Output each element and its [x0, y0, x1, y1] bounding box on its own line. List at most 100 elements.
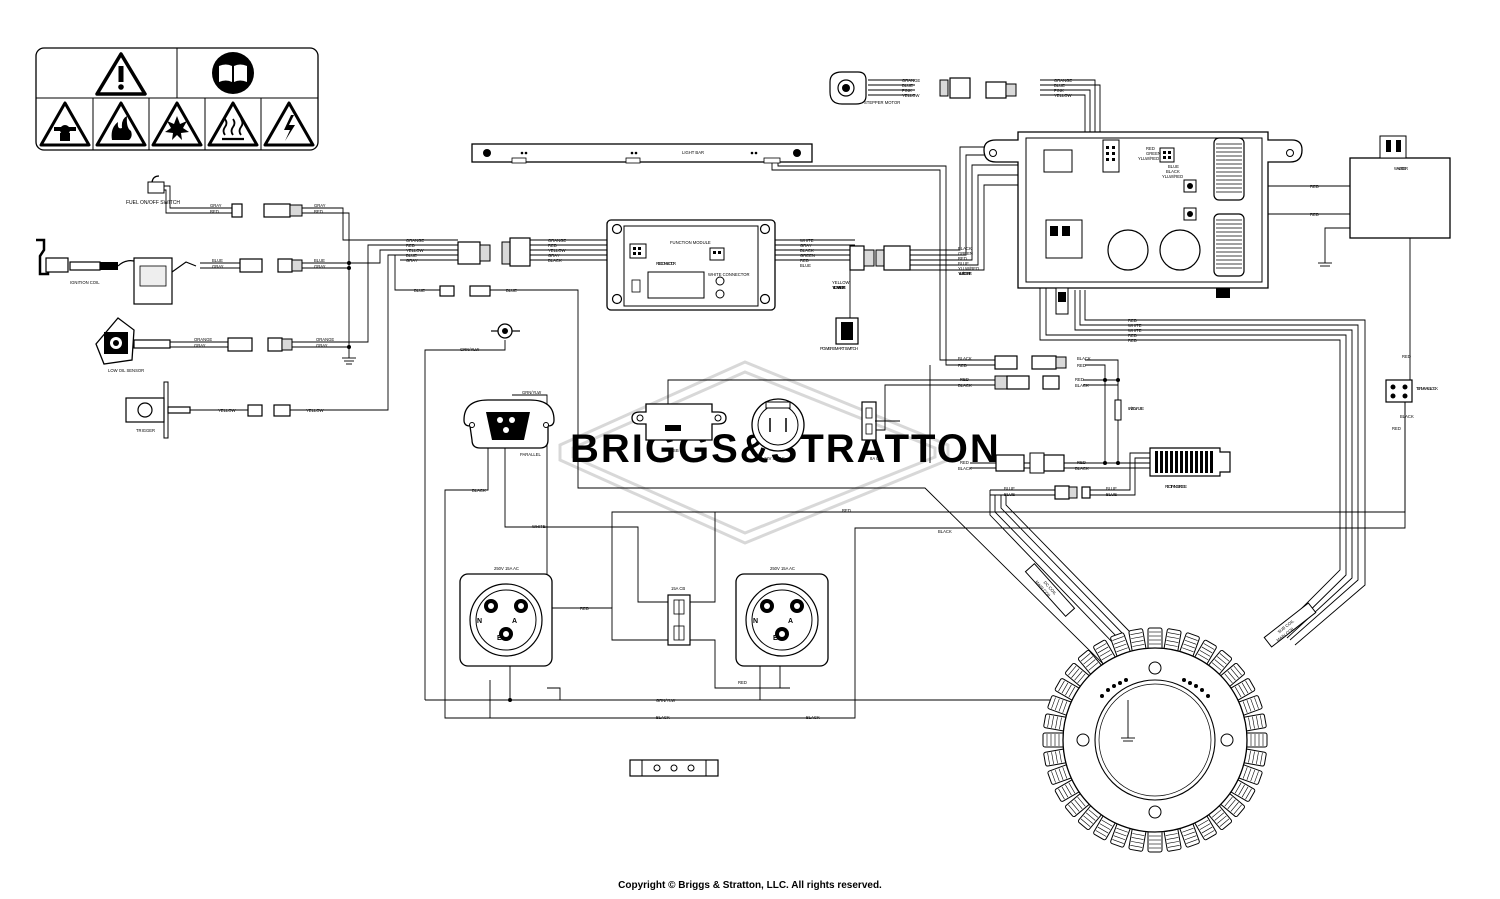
svg-text:YELLOW: YELLOW [548, 248, 566, 253]
svg-text:GRAY: GRAY [406, 258, 418, 263]
svg-text:YLLW/RED: YLLW/RED [958, 266, 979, 271]
warning-triangle-icon [95, 52, 147, 96]
svg-text:BLACK: BLACK [1075, 466, 1089, 471]
svg-text:BLACK: BLACK [1075, 383, 1089, 388]
usb-label: USB [670, 448, 679, 453]
fuse: 8A/250V FUSE [1114, 399, 1144, 421]
svg-text:BLUE: BLUE [314, 258, 325, 263]
circuit-breaker-15a: 15A CB [667, 586, 691, 646]
parallel-outlet: PARALLEL GRN/YLW BLACK WHITE [463, 390, 555, 529]
svg-text:GRAY: GRAY [314, 203, 326, 208]
connector-stepper: ORANGE BLUE PINK YELLOW ORANGE BLUE PINK… [902, 77, 1072, 99]
svg-text:BLUE: BLUE [1106, 492, 1117, 497]
stepper-motor-label: STEPPER MOTOR [864, 100, 900, 105]
svg-text:RED: RED [210, 209, 219, 214]
svg-text:BLUE: BLUE [1168, 164, 1179, 169]
svg-text:PINK: PINK [902, 88, 912, 93]
inverter-module: RED GREEN YLLW/RED BLUE BLACK YLLW/RED [983, 131, 1303, 315]
svg-text:BLACK: BLACK [938, 529, 952, 534]
svg-text:WHITE: WHITE [532, 524, 546, 529]
svg-text:GRAY: GRAY [548, 253, 560, 258]
svg-text:ORANGE: ORANGE [548, 238, 566, 243]
svg-text:WHITE: WHITE [800, 238, 814, 243]
svg-text:WHITE: WHITE [1128, 328, 1142, 333]
ignition-coil-label: IGNITION COIL [70, 280, 100, 285]
connector-ignition: BLUE GRAY BLUE GRAY [212, 258, 326, 273]
circuit-breaker-15a-label: 15A CB [671, 586, 685, 591]
dc-outlet-12v: 12V 8A DC [751, 398, 805, 461]
svg-text:YELLOW: YELLOW [902, 93, 920, 98]
svg-text:BLUE: BLUE [212, 258, 223, 263]
svg-text:BLUE: BLUE [406, 253, 417, 258]
low-oil-sensor-label: LOW OIL SENSOR [108, 368, 144, 373]
outlet-left-label: 250V 15A AC [494, 566, 519, 571]
svg-text:RED: RED [1310, 184, 1319, 189]
svg-text:RED: RED [580, 606, 589, 611]
dc-outlet-label: 12V 8A DC [764, 456, 785, 461]
svg-text:ORANGE: ORANGE [194, 337, 212, 342]
svg-text:BLUE: BLUE [506, 288, 517, 293]
svg-text:BLUE: BLUE [902, 83, 913, 88]
svg-text:BLACK: BLACK [656, 715, 670, 720]
ac-outlet-left: N A E 250V 15A AC [459, 566, 553, 667]
connector-trigger: YELLOW YELLOW [218, 404, 324, 417]
svg-text:RED: RED [800, 258, 809, 263]
svg-text:GRN/YLW: GRN/YLW [460, 347, 479, 352]
svg-text:RED: RED [960, 460, 969, 465]
svg-text:RED: RED [548, 243, 557, 248]
svg-text:BLUE: BLUE [1004, 492, 1015, 497]
svg-text:YELLOW: YELLOW [218, 408, 236, 413]
svg-text:RED: RED [1310, 212, 1319, 217]
wave-filter-label: WAVE FILTER [1394, 166, 1408, 171]
svg-text:BLUE: BLUE [1106, 486, 1117, 491]
svg-text:YELLOW: YELLOW [306, 408, 324, 413]
powersmart-switch: YELLOW YELLOW WIRED STRIPE POWERSMART SW… [820, 280, 859, 351]
wave-filter: WAVE FILTER [1349, 135, 1451, 239]
svg-text:RED: RED [1128, 338, 1137, 343]
svg-text:E: E [497, 635, 502, 642]
svg-text:RED: RED [1075, 377, 1084, 382]
svg-text:BLACK: BLACK [806, 715, 820, 720]
circuit-breaker-8a: 8A CB [861, 401, 900, 461]
svg-text:GRAY: GRAY [210, 203, 222, 208]
rectifying-bridge: RECTIFYING BRIDGE RED BLACK RED BLACK BL… [958, 447, 1231, 500]
safety-icons-panel [35, 47, 319, 151]
connectors-8a-circuit: BLACK RED BLACK RED RED BLACK RED BLACK [958, 355, 1091, 390]
stator-teeth [1042, 627, 1268, 853]
svg-text:BLACK: BLACK [800, 248, 814, 253]
svg-text:BLUE: BLUE [1004, 486, 1015, 491]
svg-text:E: E [773, 635, 778, 642]
parallel-label: PARALLEL [520, 452, 542, 457]
svg-text:RED: RED [958, 256, 967, 261]
svg-text:RED: RED [1392, 426, 1401, 431]
light-bar: LIGHT BAR [471, 143, 813, 164]
function-module: FUNCTION MODULE RED CONNECTOR WHITE CONN… [606, 219, 776, 311]
svg-text:ORANGE: ORANGE [1054, 78, 1072, 83]
svg-text:BLUE: BLUE [414, 288, 425, 293]
svg-text:BLACK: BLACK [548, 258, 562, 263]
svg-text:GRAY: GRAY [194, 343, 206, 348]
stator [1042, 627, 1268, 853]
read-manual-icon [212, 52, 254, 94]
svg-text:BLACK: BLACK [958, 356, 972, 361]
svg-text:BLUE: BLUE [800, 263, 811, 268]
svg-text:BLUE: BLUE [958, 261, 969, 266]
svg-text:ORANGE: ORANGE [406, 238, 424, 243]
svg-text:RED: RED [314, 209, 323, 214]
toxic-fumes-icon [39, 101, 91, 147]
svg-text:RED: RED [1128, 333, 1137, 338]
svg-text:GRAY: GRAY [314, 264, 326, 269]
svg-text:BLACK: BLACK [1166, 169, 1180, 174]
svg-text:GRN/YLW: GRN/YLW [656, 698, 675, 703]
terminal-strip [629, 759, 719, 777]
fuse-label: 8A/250V FUSE [1128, 406, 1144, 411]
rectifying-bridge-label: RECTIFYING BRIDGE [1165, 484, 1187, 489]
svg-text:YLLW/RED: YLLW/RED [1162, 174, 1183, 179]
terminal-block: TERMINAL BLOCK RED BLACK RED [1385, 354, 1438, 431]
svg-text:A: A [788, 618, 793, 625]
svg-text:BLACK: BLACK [958, 246, 972, 251]
junction-dots [347, 261, 1120, 702]
svg-text:RED: RED [406, 243, 415, 248]
outlet-right-label: 250V 15A AC [770, 566, 795, 571]
